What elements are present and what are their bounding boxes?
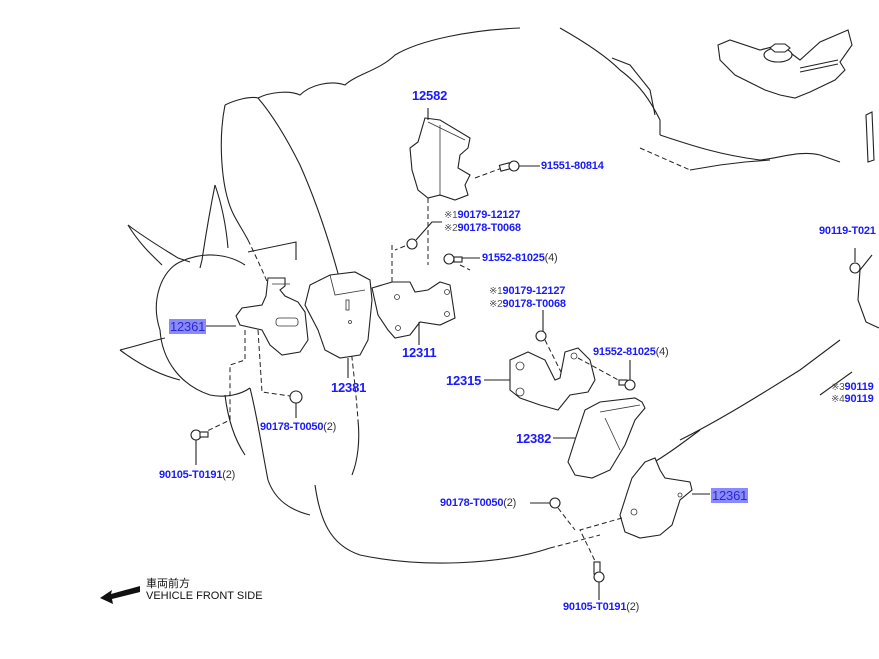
part-number[interactable]: 90119-T021	[819, 225, 876, 237]
part-label-12315[interactable]: 12315	[446, 373, 481, 388]
vehicle-front-side-indicator: 車両前方 VEHICLE FRONT SIDE	[146, 578, 263, 602]
engine-block-outline	[257, 27, 841, 564]
part-label-12311[interactable]: 12311	[402, 345, 437, 360]
part-number[interactable]: 90179-12127	[457, 209, 521, 221]
nut-90178-t0050-right	[530, 497, 576, 531]
nut-90179-upper	[394, 221, 442, 251]
bolt-91552-upper	[443, 253, 480, 271]
part-label-91552-81025-b[interactable]: 91552-81025(4)	[593, 346, 669, 359]
part-label-90178-t0050-left[interactable]: 90178-T0050(2)	[260, 421, 336, 434]
part-number[interactable]: 12382	[516, 431, 552, 446]
part-number[interactable]: 90119	[844, 393, 874, 405]
vehicle-front-label-jp: 車両前方	[146, 578, 190, 590]
part-label-90119-t021[interactable]: 90119-T021	[819, 225, 876, 238]
note-mark: ※4	[831, 394, 845, 405]
part-number[interactable]: 12361	[712, 488, 748, 503]
part-label-12382[interactable]: 12382	[516, 431, 551, 446]
part-number[interactable]: 90178-T0050	[440, 497, 504, 509]
part-number[interactable]: 12582	[412, 88, 448, 103]
part-number[interactable]: 91552-81025	[482, 252, 545, 264]
part-12381-insulator	[304, 271, 373, 378]
part-12582-insulator	[409, 108, 471, 201]
part-number[interactable]: 90119	[844, 381, 874, 393]
part-label-90105-t0191-right[interactable]: 90105-T0191(2)	[563, 601, 639, 614]
part-number[interactable]: 90105-T0191	[563, 601, 627, 613]
part-number[interactable]: 90178-T0068	[457, 222, 521, 234]
upper-right-mount	[717, 29, 875, 163]
part-12361-left-mount	[204, 277, 309, 433]
part-number[interactable]: 12311	[402, 345, 437, 360]
right-side-bracket	[849, 248, 879, 329]
part-label-91552-81025-a[interactable]: 91552-81025(4)	[482, 252, 558, 265]
note-mark: ※2	[489, 299, 503, 310]
part-label-12361-left[interactable]: 12361	[169, 319, 207, 334]
part-label-90105-t0191-left[interactable]: 90105-T0191(2)	[159, 469, 235, 482]
part-12311-bracket	[371, 245, 456, 345]
note-mark: ※3	[831, 382, 845, 393]
quantity: (4)	[655, 346, 669, 358]
quantity: (2)	[323, 421, 337, 433]
quantity: (4)	[544, 252, 558, 264]
part-number[interactable]: 90105-T0191	[159, 469, 223, 481]
note-mark: ※1	[489, 286, 503, 297]
part-12315-bracket	[484, 347, 596, 411]
part-label-90119-note3[interactable]: ※390119	[831, 381, 874, 394]
part-label-90179-12127-b[interactable]: ※190179-12127	[489, 285, 565, 298]
part-12382-insulator	[553, 397, 646, 479]
part-label-90178-t0068-a[interactable]: ※290178-T0068	[444, 222, 521, 235]
part-label-90178-t0068-b[interactable]: ※290178-T0068	[489, 298, 566, 311]
part-number[interactable]: 91551-80814	[541, 160, 604, 172]
quantity: (2)	[222, 469, 236, 481]
part-number[interactable]: 90178-T0050	[260, 421, 324, 433]
bolt-90105-t0191-right	[593, 561, 605, 600]
part-label-90178-t0050-right[interactable]: 90178-T0050(2)	[440, 497, 516, 510]
part-label-12361-right[interactable]: 12361	[711, 488, 749, 503]
bolt-90119-right	[819, 371, 853, 396]
part-number[interactable]: 91552-81025	[593, 346, 656, 358]
part-12361-right-mount	[579, 457, 710, 566]
part-label-90119-note4[interactable]: ※490119	[831, 393, 874, 406]
part-number[interactable]: 12381	[331, 380, 367, 395]
nut-90178-t0050-left	[289, 390, 303, 418]
part-number[interactable]: 12361	[170, 319, 206, 334]
nut-90179-lower	[535, 310, 566, 381]
part-number[interactable]: 90179-12127	[502, 285, 566, 297]
part-number[interactable]: 12315	[446, 373, 482, 388]
part-label-91551-80814[interactable]: 91551-80814	[541, 160, 604, 173]
part-number[interactable]: 90178-T0068	[502, 298, 566, 310]
note-mark: ※2	[444, 223, 458, 234]
part-label-12582[interactable]: 12582	[412, 88, 447, 103]
bolt-91552-lower	[577, 357, 636, 391]
vehicle-front-label-en: VEHICLE FRONT SIDE	[146, 590, 263, 602]
quantity: (2)	[503, 497, 517, 509]
arrow-left-icon	[98, 578, 142, 611]
bolt-90105-t0191-left	[190, 429, 209, 465]
fan-assembly	[119, 96, 360, 516]
bolt-91551-80814	[427, 160, 540, 265]
part-label-12381[interactable]: 12381	[331, 380, 366, 395]
note-mark: ※1	[444, 210, 458, 221]
part-label-90179-12127-a[interactable]: ※190179-12127	[444, 209, 520, 222]
quantity: (2)	[626, 601, 640, 613]
